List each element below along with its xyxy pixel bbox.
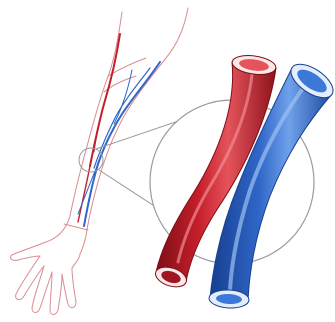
diagram-canvas [0, 0, 335, 322]
arm-vessel-illustration [0, 0, 335, 322]
